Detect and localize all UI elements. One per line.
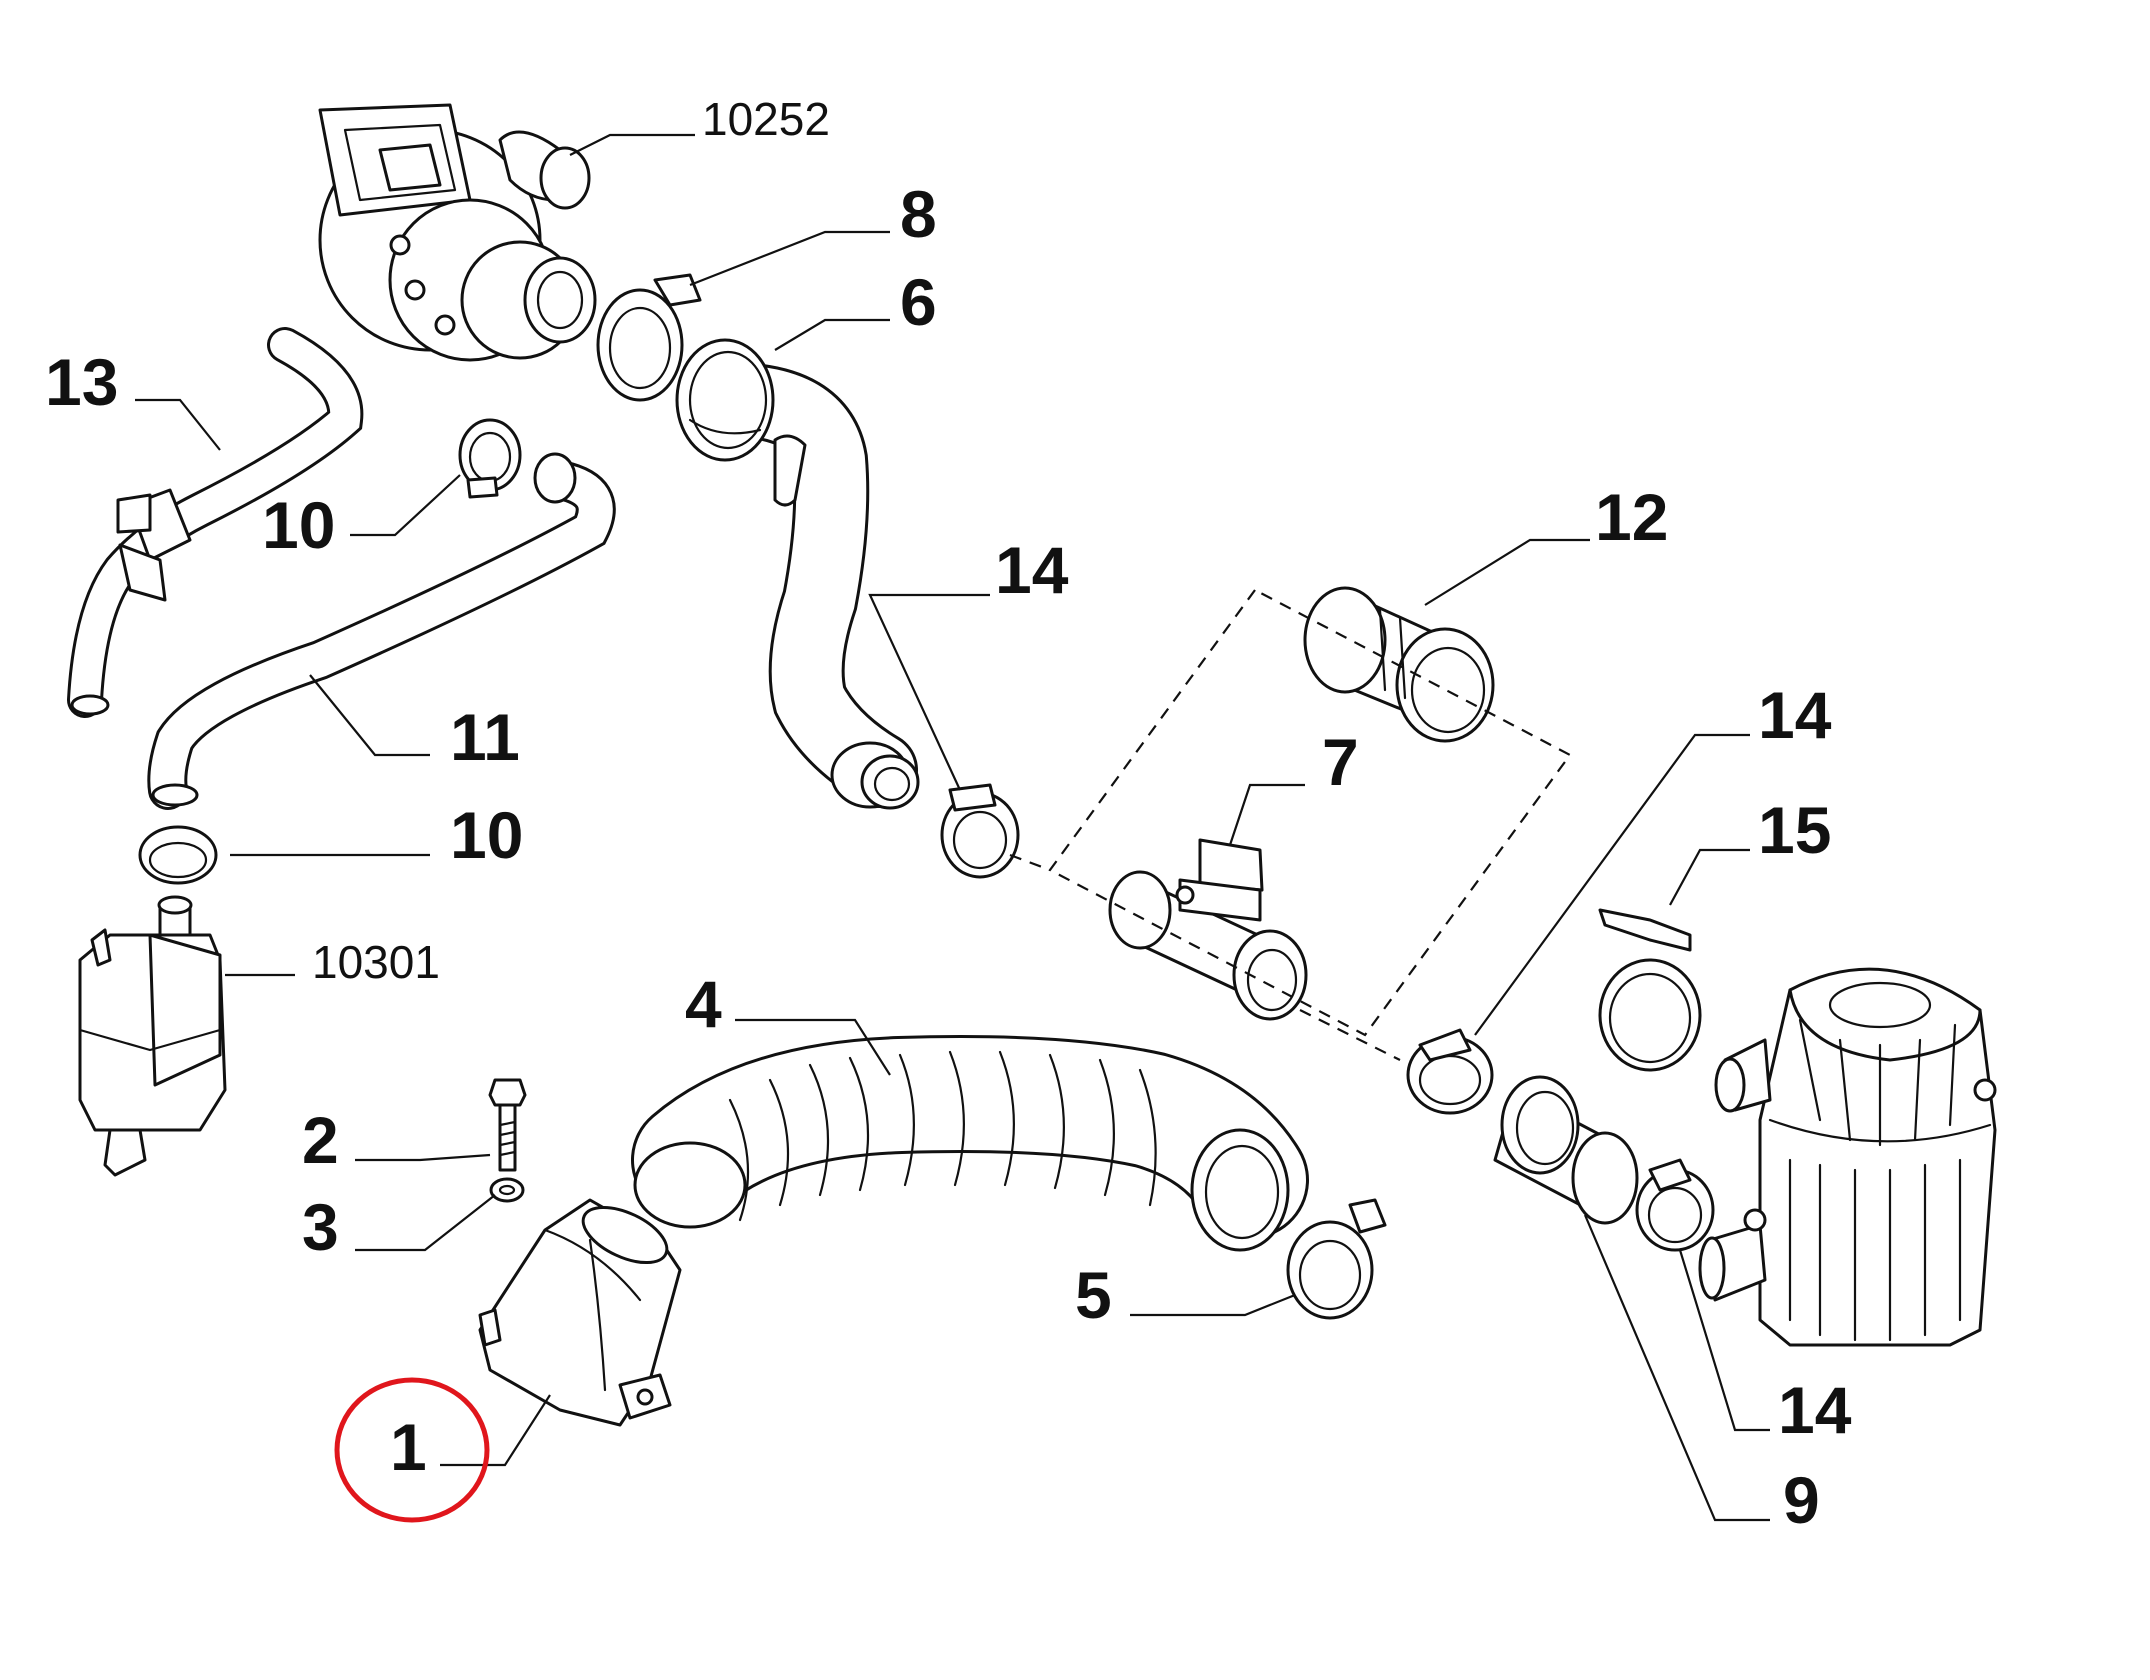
bolt-2 <box>488 1078 527 1172</box>
clamp-14-lower <box>1635 1158 1715 1252</box>
callout-14-lower: 14 <box>1778 1373 1852 1447</box>
callout-8: 8 <box>900 177 937 251</box>
expansion-tank <box>78 895 227 1177</box>
callout-3: 3 <box>302 1190 339 1264</box>
clamp-5 <box>1286 1198 1387 1320</box>
adapter-12 <box>1303 586 1495 743</box>
elbow-1 <box>478 1198 682 1427</box>
turbocharger <box>318 103 597 362</box>
callout-11: 11 <box>450 700 520 774</box>
callout-6: 6 <box>900 265 937 339</box>
clamp-10-upper <box>458 418 522 499</box>
callout-10252: 10252 <box>702 93 830 145</box>
highlight-circle <box>334 1377 490 1523</box>
callout-14-upper: 14 <box>995 533 1069 607</box>
washer-3 <box>489 1177 525 1203</box>
clamp-14-middle <box>1406 1028 1494 1115</box>
hose-13 <box>67 327 364 718</box>
callout-12: 12 <box>1595 480 1668 554</box>
bellows-hose-4 <box>631 1035 1309 1252</box>
hose-9 <box>1493 1075 1639 1225</box>
callout-4: 4 <box>685 967 722 1041</box>
clamp-14-upper <box>940 783 1020 879</box>
maf-sensor-7 <box>1108 838 1308 1021</box>
callout-9: 9 <box>1783 1463 1820 1537</box>
callout-10-lower: 10 <box>450 798 523 872</box>
callout-13: 13 <box>45 345 118 419</box>
callout-2: 2 <box>302 1103 339 1177</box>
hose-11 <box>147 452 616 810</box>
callout-10-upper: 10 <box>262 488 335 562</box>
clamp-10-lower <box>138 825 218 885</box>
callout-14-middle: 14 <box>1758 678 1832 752</box>
air-filter-housing <box>1698 967 1997 1347</box>
callout-7: 7 <box>1322 725 1359 799</box>
callout-15: 15 <box>1758 793 1831 867</box>
duct-6 <box>675 338 920 810</box>
callout-labels: 10252 8 6 13 10 14 12 11 10 7 14 15 1030… <box>45 93 1852 1537</box>
clamp-8 <box>596 273 702 402</box>
callout-5: 5 <box>1075 1258 1112 1332</box>
dashed-group-outline <box>1009 588 1572 1061</box>
callout-10301: 10301 <box>312 936 440 988</box>
seal-ring-15 <box>1598 908 1702 1072</box>
leader-lines <box>135 133 1770 1522</box>
callout-1: 1 <box>390 1410 427 1484</box>
